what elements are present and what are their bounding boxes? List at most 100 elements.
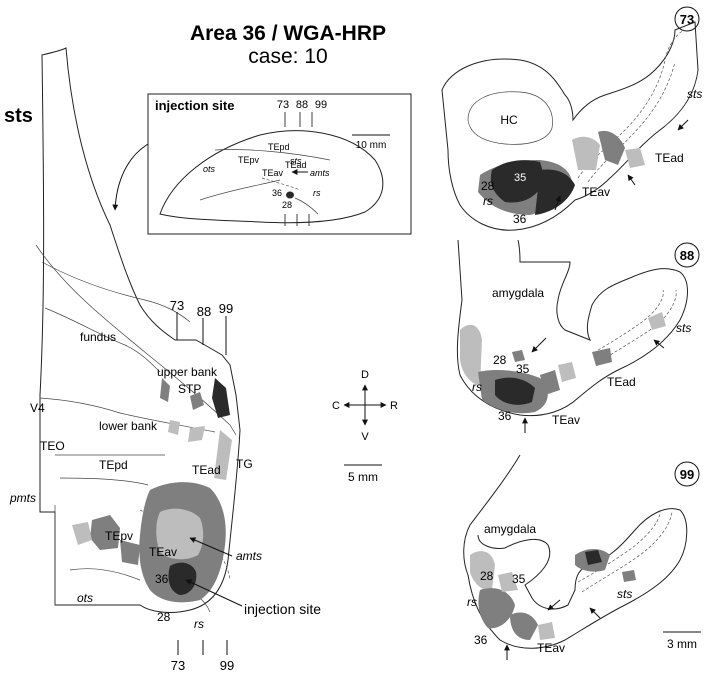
tick-label-73: 73 xyxy=(170,298,184,313)
label-patch xyxy=(120,540,140,565)
section-number-88: 88 xyxy=(680,248,694,263)
arrow xyxy=(554,195,562,211)
label-patch xyxy=(512,350,525,362)
sts-fundus-line xyxy=(41,261,191,323)
cortex-inner xyxy=(581,511,673,593)
section-outline xyxy=(441,21,699,231)
orientation-compass: D V C R xyxy=(332,369,398,443)
bank-boundary xyxy=(39,397,216,433)
inset-box xyxy=(147,93,412,235)
label-patch xyxy=(72,522,92,545)
s88-rs: rs xyxy=(472,380,482,394)
scale-label-main: 5 mm xyxy=(348,470,378,484)
s88-a35: 35 xyxy=(516,362,530,376)
inset-panel: injection site 73 88 99 10 mm TEpd sts T… xyxy=(147,93,412,235)
amts-label: amts xyxy=(236,549,262,563)
inset-scale-label: 10 mm xyxy=(356,140,387,151)
hippocampus-outline xyxy=(467,91,553,145)
s73-teav: TEav xyxy=(582,185,610,199)
injection-site-label: injection site xyxy=(244,601,321,617)
injection-site-arrow xyxy=(185,579,243,607)
sts-label: sts xyxy=(4,105,33,127)
arrow xyxy=(653,339,665,349)
s99-rs: rs xyxy=(467,595,477,609)
fundus-boundary xyxy=(44,307,161,373)
teav-label: TEav xyxy=(149,545,177,559)
section-number-circle-99 xyxy=(674,461,700,487)
label-patch xyxy=(470,551,495,591)
flatmap: 73 88 99 73 99 sts fundus upper bank STP… xyxy=(4,47,321,673)
label-patch xyxy=(510,612,538,640)
tepv-label: TEpv xyxy=(105,529,133,543)
inset-title: injection site xyxy=(155,98,234,113)
section-99: 99 amygdala 28 35 rs sts 36 TEav xyxy=(463,454,700,660)
label-patch xyxy=(188,426,205,442)
tg-label: TG xyxy=(236,457,253,471)
lower-bank-label: lower bank xyxy=(99,419,158,433)
area28-label: 28 xyxy=(157,610,171,624)
compass-c: C xyxy=(332,400,340,412)
s99-a28: 28 xyxy=(480,569,494,583)
s99-a35: 35 xyxy=(512,572,526,586)
label-patch xyxy=(156,508,204,560)
label-patch xyxy=(592,348,612,366)
ots-label: ots xyxy=(77,591,93,605)
label-patch xyxy=(572,136,600,170)
label-patch xyxy=(460,324,482,385)
label-patch xyxy=(538,622,555,640)
section-number-circle-88 xyxy=(674,242,700,268)
section-outline xyxy=(456,239,688,417)
cortex-inner xyxy=(601,289,677,361)
s88-tead: TEad xyxy=(607,375,636,389)
s73-tead: TEad xyxy=(655,151,684,165)
amts-arrow xyxy=(189,537,233,557)
label-patch xyxy=(495,377,535,405)
inset-teav: TEav xyxy=(262,168,284,178)
inset-tepd: TEpd xyxy=(268,142,290,152)
arrow xyxy=(677,119,689,131)
inset-tick-88: 88 xyxy=(296,99,308,111)
label-patch xyxy=(190,392,204,410)
injection-curve xyxy=(35,244,237,436)
tick-label-88: 88 xyxy=(197,304,211,319)
s88-sts: sts xyxy=(676,321,691,335)
cortex-inner-2 xyxy=(597,289,664,351)
inset-amts: amts xyxy=(310,168,330,178)
arrow xyxy=(531,337,547,353)
compass-d: D xyxy=(361,369,369,381)
s99-amygdala: amygdala xyxy=(484,522,536,536)
teo-label: TEO xyxy=(40,439,65,453)
s88-a36: 36 xyxy=(498,409,512,423)
section-number-99: 99 xyxy=(680,467,694,482)
inset-sts-line xyxy=(214,149,331,161)
s99-teav: TEav xyxy=(537,641,565,655)
label-patch xyxy=(168,420,180,435)
section-88: 88 amygdala sts 28 35 rs TEad 36 TEav xyxy=(456,239,700,433)
tick-label-bottom-73: 73 xyxy=(171,658,185,673)
cortex-inner xyxy=(577,29,685,179)
label-patch xyxy=(558,362,576,382)
inset-tick-99: 99 xyxy=(315,99,327,111)
label-patch xyxy=(625,148,645,168)
s73-rs: rs xyxy=(483,194,493,208)
tick-label-99: 99 xyxy=(219,301,233,316)
s88-a28: 28 xyxy=(493,353,507,367)
label-patch xyxy=(540,370,560,395)
fundus-label: fundus xyxy=(80,330,116,344)
pmts-label: pmts xyxy=(9,491,36,505)
cortex-inner-2 xyxy=(587,61,676,183)
inset-amts-line xyxy=(261,177,301,191)
figure-title: Area 36 / WGA-HRP xyxy=(190,22,386,45)
upper-bank-label: upper bank xyxy=(157,365,218,379)
inset-brain-outline xyxy=(159,130,384,224)
label-patch xyxy=(648,312,666,330)
compass-v: V xyxy=(361,431,369,443)
section-number-circle-73 xyxy=(674,6,700,32)
tead-label: TEad xyxy=(192,463,221,477)
inset-a36: 36 xyxy=(272,188,282,198)
label-patch xyxy=(90,515,120,550)
inset-rs: rs xyxy=(313,188,321,198)
compass-r: R xyxy=(390,400,398,412)
arrow xyxy=(589,607,601,619)
